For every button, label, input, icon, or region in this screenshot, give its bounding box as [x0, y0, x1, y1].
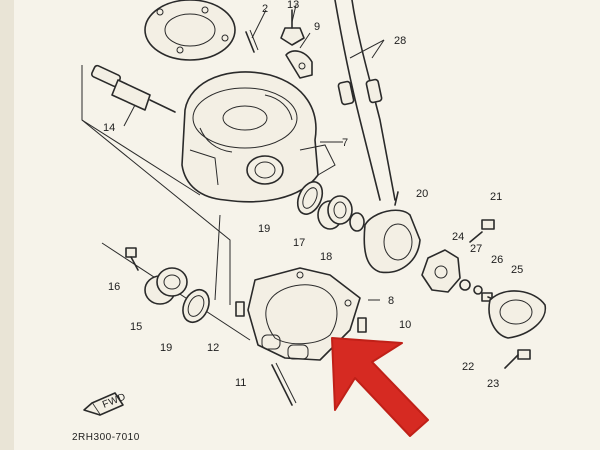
callout-15: 15 [130, 321, 142, 333]
callout-19-lower: 19 [160, 342, 172, 354]
callout-10: 10 [399, 319, 411, 331]
cable-28-part [334, 0, 396, 201]
callout-22: 22 [462, 361, 474, 373]
callout-24: 24 [452, 231, 464, 243]
callout-20: 20 [416, 188, 428, 200]
callout-11: 11 [235, 377, 246, 389]
callout-9: 9 [314, 21, 320, 33]
callout-25: 25 [511, 264, 523, 276]
callout-14: 14 [103, 122, 115, 134]
callout-2: 2 [262, 3, 268, 15]
cylinder-head-gasket-part [144, 0, 236, 61]
dowel-12-part [235, 301, 245, 317]
housing-20-part [363, 191, 421, 274]
paper-edge-shadow [0, 0, 14, 450]
collar-17-part [317, 195, 353, 230]
callout-13: 13 [287, 0, 299, 11]
callout-7: 7 [342, 137, 348, 149]
fwd-direction-icon: FWD [83, 391, 128, 416]
bracket-9-part [285, 50, 313, 79]
bolt-16-part [125, 247, 139, 271]
callout-27: 27 [470, 243, 482, 255]
callout-19-upper: 19 [258, 223, 270, 235]
callout-21: 21 [490, 191, 502, 203]
callout-16: 16 [108, 281, 120, 293]
callout-12: 12 [207, 342, 219, 354]
leader-lines [123, 4, 385, 301]
stud-bolt-part [245, 29, 259, 53]
stud-11-part [271, 362, 297, 406]
washer-26-part [473, 285, 483, 295]
cover-22-part [488, 290, 546, 339]
callout-26: 26 [491, 254, 503, 266]
callout-17: 17 [293, 237, 305, 249]
red-annotation-arrow-icon [331, 337, 429, 437]
collar-15-part [144, 267, 188, 305]
callout-23: 23 [487, 378, 499, 390]
callout-8: 8 [388, 295, 394, 307]
washer-27-part [459, 279, 471, 291]
callout-28: 28 [394, 35, 406, 47]
bolt-21-part [469, 219, 495, 243]
dowel-10-part [357, 317, 367, 333]
drawing-code: 2RH300-7010 [72, 432, 140, 443]
spark-plug-part [90, 64, 176, 113]
bolt-23-part [504, 349, 531, 369]
impeller-24-part [421, 249, 461, 293]
callout-18: 18 [320, 251, 332, 263]
bolt-13-part [280, 9, 305, 46]
cylinder-part [181, 71, 336, 203]
washer-18-part [349, 212, 365, 232]
